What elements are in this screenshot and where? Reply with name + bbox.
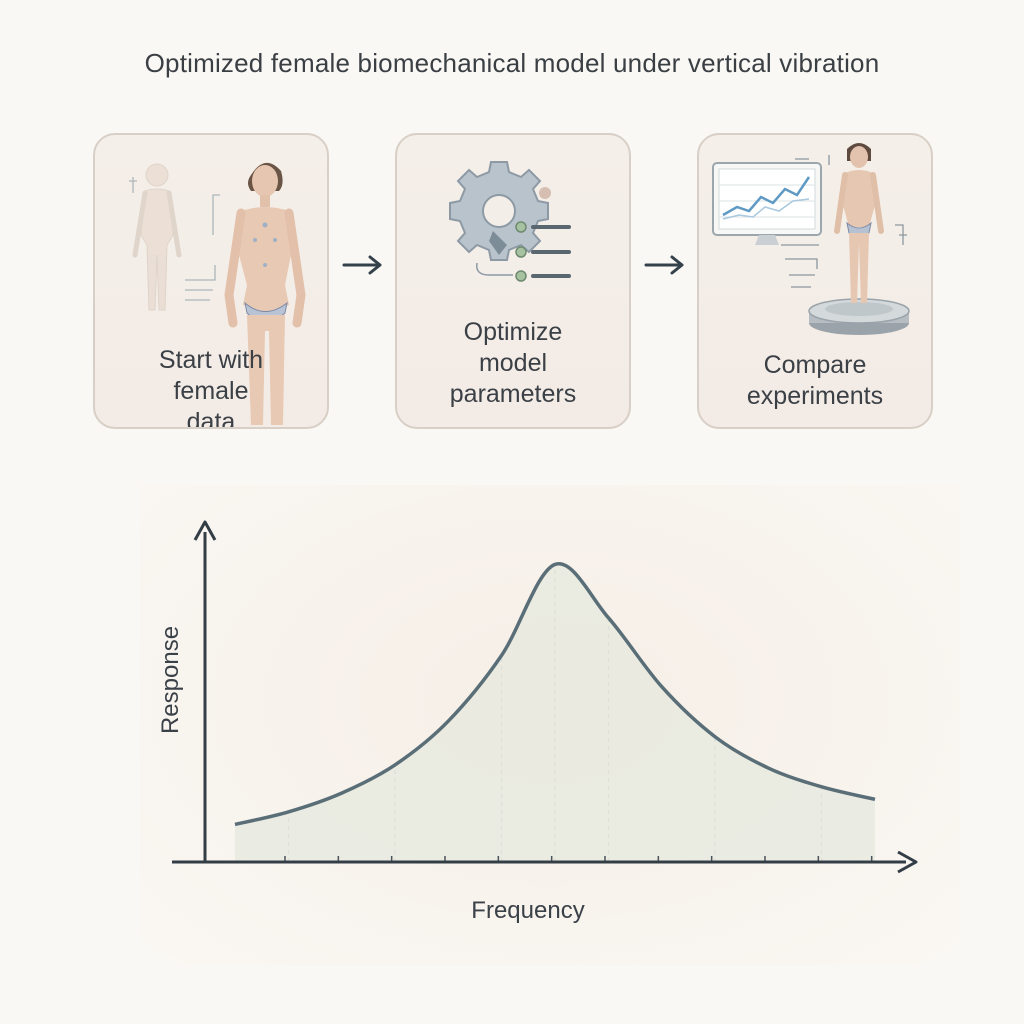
- page-title: Optimized female biomechanical model und…: [144, 48, 880, 78]
- arrow-right-icon: [644, 255, 684, 275]
- response-curve: [234, 562, 876, 827]
- step-card-compare-experiments: Compare experiments: [697, 133, 933, 429]
- y-axis-label: Response: [157, 626, 184, 734]
- step-label: Compare experiments: [746, 351, 884, 410]
- gear-checklist-icon: [449, 161, 571, 282]
- x-axis-arrow-icon: [897, 850, 918, 874]
- female-figure-icon: [129, 162, 306, 425]
- step-label: Optimize model parameters: [449, 318, 577, 408]
- step-card-start-with-female-data: Start with female data: [93, 133, 329, 429]
- response-area: [235, 563, 875, 862]
- step-label: Start with female data: [158, 346, 264, 429]
- step-card-optimize-model-parameters: Optimize model parameters: [395, 133, 631, 429]
- y-axis-arrow-icon: [193, 520, 217, 541]
- arrow-right-icon: [342, 255, 382, 275]
- figure-on-platform-icon: [712, 143, 910, 335]
- x-axis-label: Frequency: [471, 897, 584, 924]
